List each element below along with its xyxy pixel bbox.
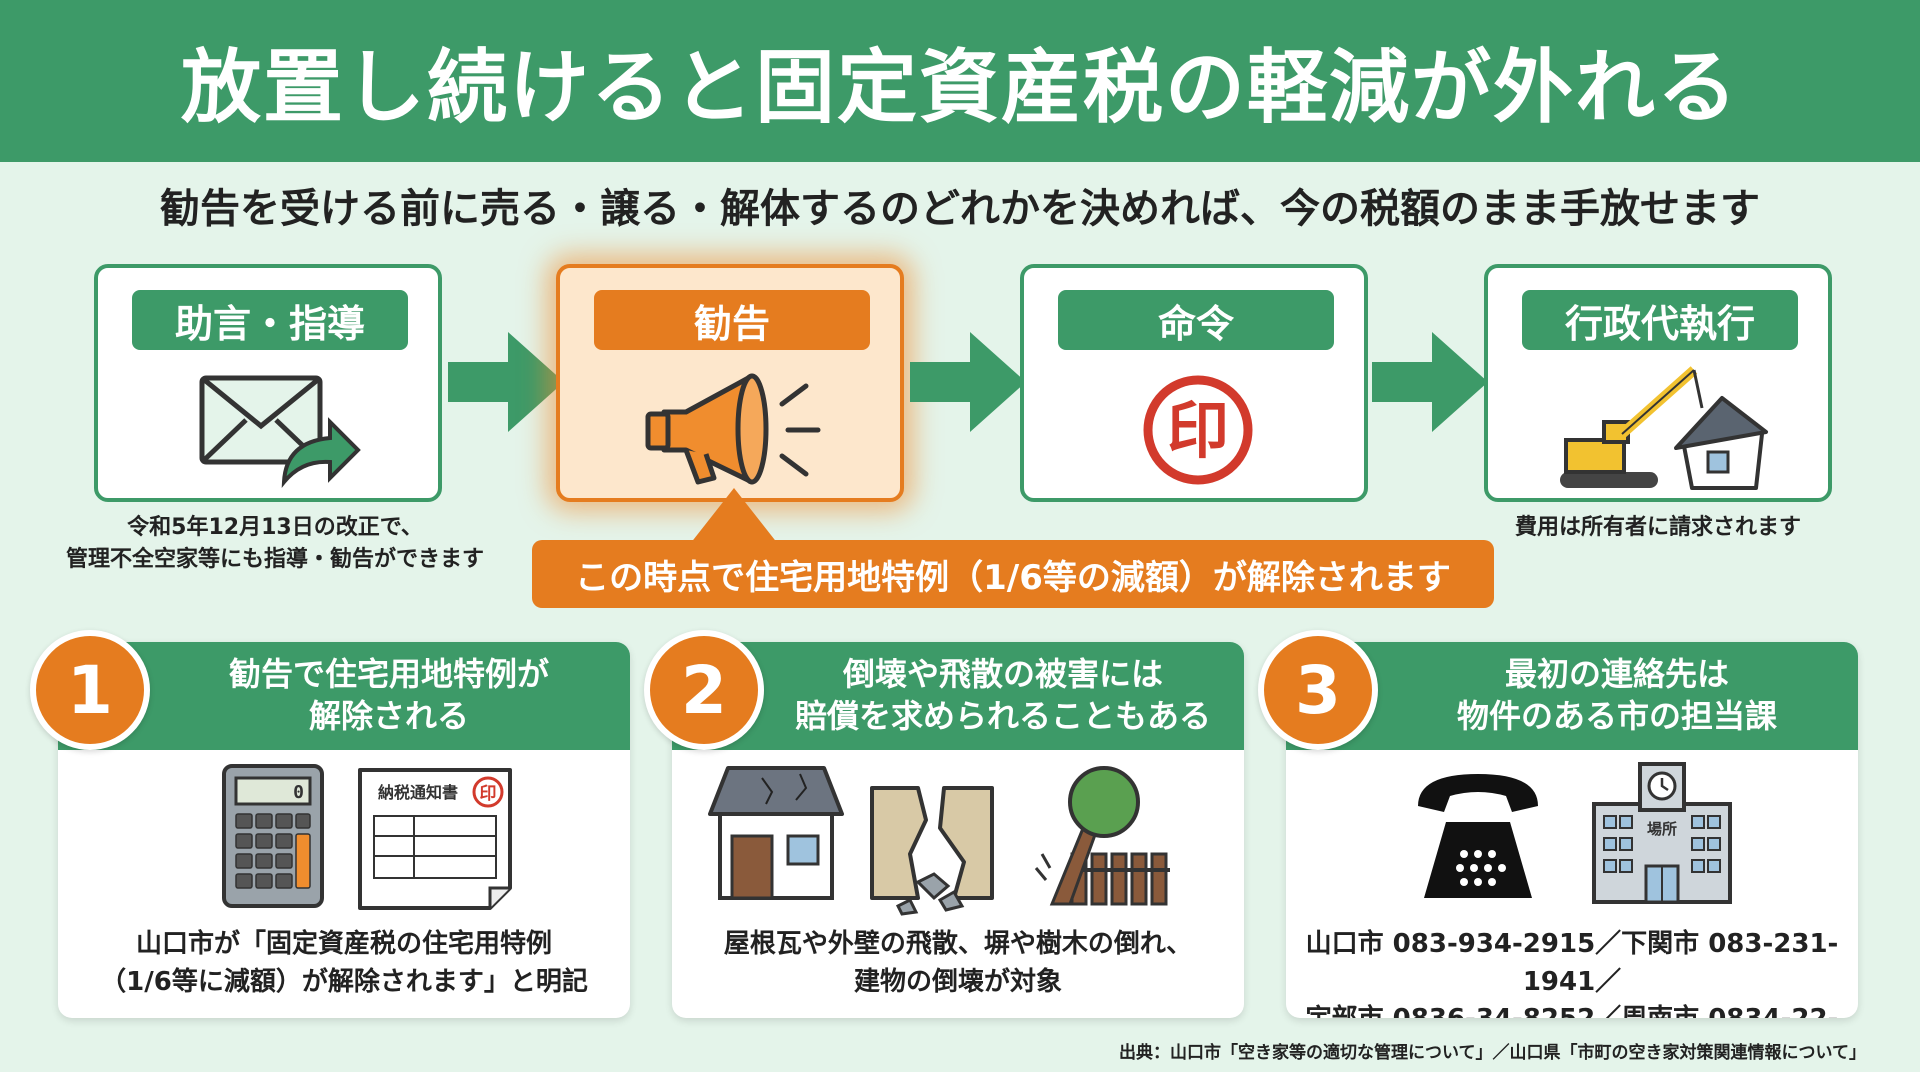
note-cost: 費用は所有者に請求されます [1514, 515, 1801, 540]
card-body-line: （1/6等に減額）が解除されます」と明記 [100, 966, 588, 997]
card-heading: 勧告で住宅用地特例が 解除される [58, 642, 630, 750]
card-contact: 最初の連絡先は 物件のある市の担当課 場所 [1286, 642, 1858, 1018]
telephone-icon [1418, 774, 1538, 898]
card-heading-line: 賠償を求められることもある [794, 697, 1211, 735]
city-hall-building-icon: 場所 [1592, 762, 1732, 904]
note-line: 管理不全空家等にも指導・勧告ができます [65, 546, 484, 572]
card-heading-line: 倒壊や飛散の被害には [842, 655, 1163, 694]
callout-banner: この時点で住宅用地特例（1/6等の減額）が解除されます [532, 540, 1494, 608]
step-label: 行政代執行 [1522, 290, 1798, 350]
card-body: 山口市が「固定資産税の住宅用特例 （1/6等に減額）が解除されます」と明記 [68, 926, 620, 1001]
card-body-line: 山口市が「固定資産税の住宅用特例 [135, 929, 552, 959]
damaged-house-icon [708, 766, 844, 900]
seal-stamp-icon: 印 [1143, 375, 1253, 485]
building-sign: 場所 [1647, 820, 1677, 838]
page-title: 放置し続けると固定資産税の軽減が外れる [181, 41, 1739, 134]
card-heading-line: 勧告で住宅用地特例が [228, 655, 549, 694]
card-number-badge: 1 [30, 630, 150, 750]
step-label: 助言・指導 [132, 290, 408, 350]
calculator-icon: 0 [222, 764, 324, 908]
step-order: 命令 印 [1020, 264, 1368, 502]
mail-forward-icon [199, 375, 361, 488]
card-heading: 最初の連絡先は 物件のある市の担当課 [1286, 642, 1858, 750]
contact-illustration: 場所 [1418, 762, 1732, 904]
step-label: 命令 [1058, 290, 1334, 350]
header-banner: 放置し続けると固定資産税の軽減が外れる [0, 0, 1920, 162]
card-heading-line: 物件のある市の担当課 [1456, 697, 1777, 735]
collapsed-wall-icon [870, 786, 994, 916]
tax-notice-title: 納税通知書 [378, 783, 458, 802]
calculator-display: 0 [293, 782, 304, 803]
arrow-right-icon [1372, 332, 1488, 432]
step-label: 勧告 [594, 290, 870, 350]
callout-pointer [690, 488, 778, 544]
calculator-tax-notice-illustration: 0 納税通知書 印 [222, 764, 512, 910]
card-body-line: 宇部市 0836-34-8252／周南市 0834-22-8385 [1296, 1001, 1848, 1018]
step-recommendation: 勧告 [556, 264, 904, 502]
card-number-badge: 2 [644, 630, 764, 750]
fallen-tree-fence-icon [1034, 766, 1170, 906]
tax-notice-document-icon: 納税通知書 印 [358, 768, 512, 910]
damage-illustration [708, 766, 1170, 916]
megaphone-icon [645, 373, 821, 485]
card-body-line: 山口市 083-934-2915／下関市 083-231-1941／ [1305, 929, 1839, 997]
stamp-character: 印 [1167, 394, 1229, 467]
page-subtitle: 勧告を受ける前に売る・譲る・解体するのどれかを決めれば、今の税額のまま手放せます [160, 186, 1760, 232]
step-advice: 助言・指導 [94, 264, 442, 502]
card-damage-liability: 倒壊や飛散の被害には 賠償を求められることもある [672, 642, 1244, 1018]
source-citation: 出典：山口市「空き家等の適切な管理について」／山口県「市町の空き家対策関連情報に… [1119, 1043, 1866, 1063]
arrow-right-icon [910, 332, 1026, 432]
arrow-right-icon [448, 332, 564, 432]
card-tax-exemption: 勧告で住宅用地特例が 解除される 0 納税通知書 印 [58, 642, 630, 1018]
note-line: 令和5年12月13日の改正で、 [127, 515, 423, 540]
card-number-badge: 3 [1258, 630, 1378, 750]
note-revision: 令和5年12月13日の改正で、 管理不全空家等にも指導・勧告ができます [40, 512, 510, 576]
tax-notice-stamp: 印 [480, 784, 497, 804]
card-heading: 倒壊や飛散の被害には 賠償を求められることもある [672, 642, 1244, 750]
card-heading-line: 解除される [308, 697, 469, 735]
step-execution: 行政代執行 [1484, 264, 1832, 502]
card-heading-line: 最初の連絡先は [1504, 655, 1729, 694]
card-body: 山口市 083-934-2915／下関市 083-231-1941／ 宇部市 0… [1296, 926, 1848, 1018]
card-body-line: 建物の倒壊が対象 [853, 966, 1062, 997]
crane-house-icon [1560, 366, 1768, 490]
card-body: 屋根瓦や外壁の飛散、塀や樹木の倒れ、 建物の倒壊が対象 [682, 926, 1234, 1001]
card-body-line: 屋根瓦や外壁の飛散、塀や樹木の倒れ、 [723, 929, 1193, 959]
